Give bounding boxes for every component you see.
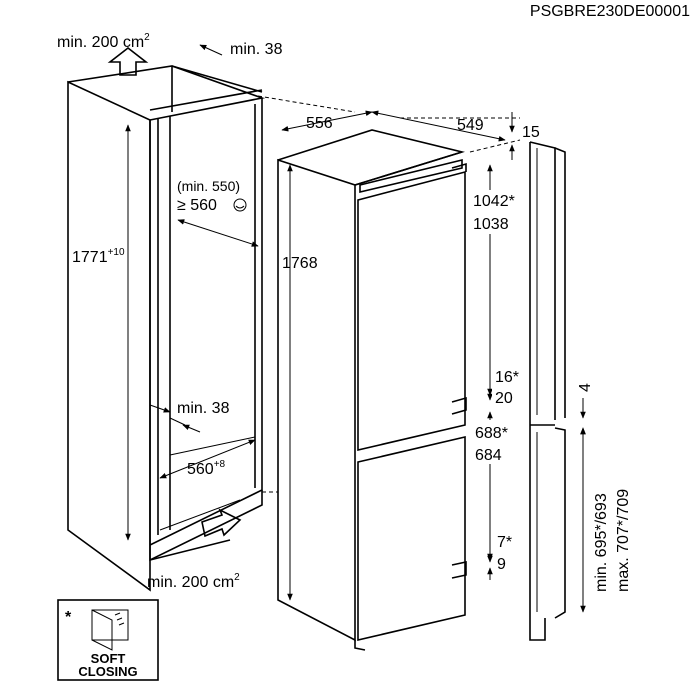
- appliance-height-label: 1768: [282, 255, 318, 272]
- bottom-vent-label: min. 200 cm2: [147, 572, 240, 591]
- niche-width-dim: [159, 439, 256, 479]
- bottom-vent-arrow: [201, 508, 242, 538]
- appliance-depth-dim: [371, 110, 506, 142]
- bottom-label-b: 9: [497, 556, 506, 573]
- appliance-width-dim: [281, 110, 373, 132]
- badge-asterisk: *: [65, 609, 72, 626]
- gap-label-b: 20: [495, 390, 513, 407]
- guide-line-door: [469, 139, 521, 153]
- door-min-label: min. 695*/693: [593, 493, 610, 592]
- niche-height-label: 1771+10: [72, 247, 125, 266]
- door-closing-icon: [91, 609, 129, 651]
- badge-line1: SOFT: [91, 651, 126, 666]
- smiley-icon: [233, 198, 247, 212]
- top-depth-label: min. 38: [230, 41, 283, 58]
- inner-depth-min-label: (min. 550): [177, 178, 240, 194]
- product-code: PSGBRE230DE00001: [530, 3, 690, 20]
- lower-door-label-a: 688*: [475, 425, 508, 442]
- soft-closing-badge: * SOFT CLOSING: [57, 599, 159, 681]
- inner-depth-label: ≥ 560: [177, 197, 217, 214]
- top-vent-arrow: [107, 46, 149, 76]
- door-gap-label: 4: [577, 383, 594, 392]
- inner-depth-dim: [177, 219, 259, 247]
- guide-line-top: [257, 95, 356, 113]
- top-vent-label: min. 200 cm2: [57, 32, 150, 51]
- rear-gap-arrow-b: [182, 424, 201, 433]
- gap-label-a: 16*: [495, 369, 519, 386]
- top-depth-arrow: [199, 44, 223, 56]
- rear-gap-label: min. 38: [177, 400, 230, 417]
- bottom-label-a: 7*: [497, 534, 512, 551]
- furniture-door: [529, 141, 566, 641]
- rear-gap-arrow-a: [149, 404, 171, 413]
- upper-door-label-b: 1038: [473, 216, 509, 233]
- appliance-depth-label: 549: [457, 117, 484, 134]
- offset-label: 15: [522, 124, 540, 141]
- niche-width-label: 560+8: [187, 459, 226, 478]
- fridge-body: [277, 129, 467, 651]
- badge-line2: CLOSING: [78, 664, 137, 679]
- upper-door-label-a: 1042*: [473, 193, 515, 210]
- door-max-label: max. 707*/709: [615, 489, 632, 592]
- niche-cabinet: [67, 65, 266, 592]
- appliance-width-label: 556: [306, 115, 333, 132]
- lower-door-label-b: 684: [475, 447, 502, 464]
